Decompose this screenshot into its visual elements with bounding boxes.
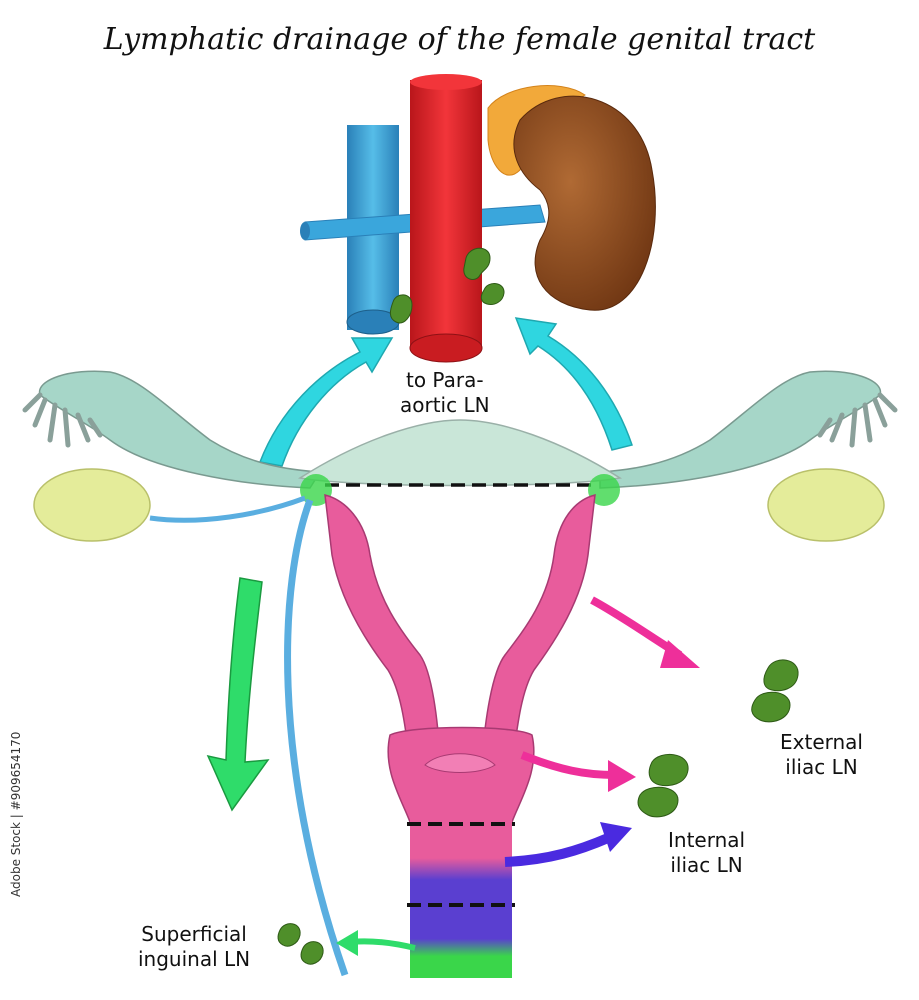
- arrow-to-inguinal-from-fundus: [206, 577, 270, 812]
- uterus-body: [324, 494, 596, 766]
- label-line: to Para-: [406, 368, 484, 392]
- lymph-node: [277, 923, 301, 947]
- aorta-top: [410, 74, 482, 90]
- cervix-vagina: [387, 726, 535, 978]
- stock-watermark: Adobe Stock | #909654170: [6, 731, 28, 900]
- right-fimbriae: [817, 392, 898, 448]
- aorta: [410, 80, 482, 350]
- internal-iliac-ln-label: Internal iliac LN: [668, 828, 745, 878]
- aorta-opening: [409, 333, 483, 363]
- lymph-node: [648, 754, 689, 787]
- superficial-inguinal-ln-label: Superficial inguinal LN: [138, 922, 250, 972]
- lymph-node: [480, 283, 505, 305]
- lymph-node: [763, 659, 799, 692]
- arrow-to-superficial-inguinal: [349, 938, 416, 951]
- left-ovary: [33, 468, 151, 542]
- arrows-to-iliac: [336, 596, 700, 956]
- arrow-head: [608, 760, 636, 792]
- label-line: iliac LN: [785, 755, 858, 779]
- lymph-node: [300, 941, 324, 965]
- great-vessels: [300, 74, 656, 363]
- lymph-node: [751, 691, 791, 723]
- round-ligament-lymph-channel: [284, 498, 349, 977]
- watermark-text: Adobe Stock | #909654170: [9, 731, 23, 897]
- external-iliac-lymph-nodes: [751, 659, 799, 723]
- arrow-head: [660, 640, 700, 668]
- label-line: iliac LN: [670, 853, 743, 877]
- left-cornu-glow: [300, 474, 332, 506]
- arrow-head: [336, 930, 358, 956]
- arrow-to-internal-iliac-from-vagina: [504, 833, 610, 867]
- uterine-tubes: [22, 370, 898, 506]
- para-aortic-lymph-nodes: [389, 247, 505, 324]
- arrow-left-to-para-aortic: [258, 337, 394, 467]
- para-aortic-ln-label: to Para- aortic LN: [400, 368, 490, 418]
- ovarian-lymph-channel: [149, 495, 306, 523]
- label-line: Superficial: [141, 922, 247, 946]
- kidney: [513, 95, 656, 311]
- cervix-os: [424, 753, 496, 773]
- left-fallopian-tube: [38, 370, 322, 489]
- external-iliac-ln-label: External iliac LN: [780, 730, 863, 780]
- arrow-head: [600, 822, 632, 852]
- arrow-to-internal-iliac-from-cervix: [520, 751, 616, 779]
- label-line: inguinal LN: [138, 947, 251, 971]
- diagram-title: Lymphatic drainage of the female genital…: [103, 22, 816, 57]
- right-cornu-glow: [588, 474, 620, 506]
- lymph-node: [463, 247, 491, 280]
- label-line: Internal: [668, 828, 746, 852]
- label-line: aortic LN: [400, 393, 490, 417]
- right-fallopian-tube: [599, 370, 882, 489]
- internal-iliac-lymph-nodes: [637, 754, 689, 818]
- left-uterine-horn: [324, 494, 441, 766]
- right-uterine-horn: [481, 494, 596, 766]
- lymph-node: [637, 786, 679, 818]
- arrows-to-para-aortic: [258, 317, 633, 467]
- uterine-fundus: [297, 419, 623, 487]
- label-line: External: [780, 730, 863, 754]
- left-fimbriae: [22, 392, 103, 448]
- arrow-right-to-para-aortic: [514, 317, 633, 451]
- renal-vein-end: [300, 222, 310, 240]
- lymph-node: [389, 294, 413, 324]
- right-ovary: [767, 468, 885, 542]
- vagina: [410, 760, 512, 978]
- superficial-inguinal-lymph-nodes: [277, 923, 324, 965]
